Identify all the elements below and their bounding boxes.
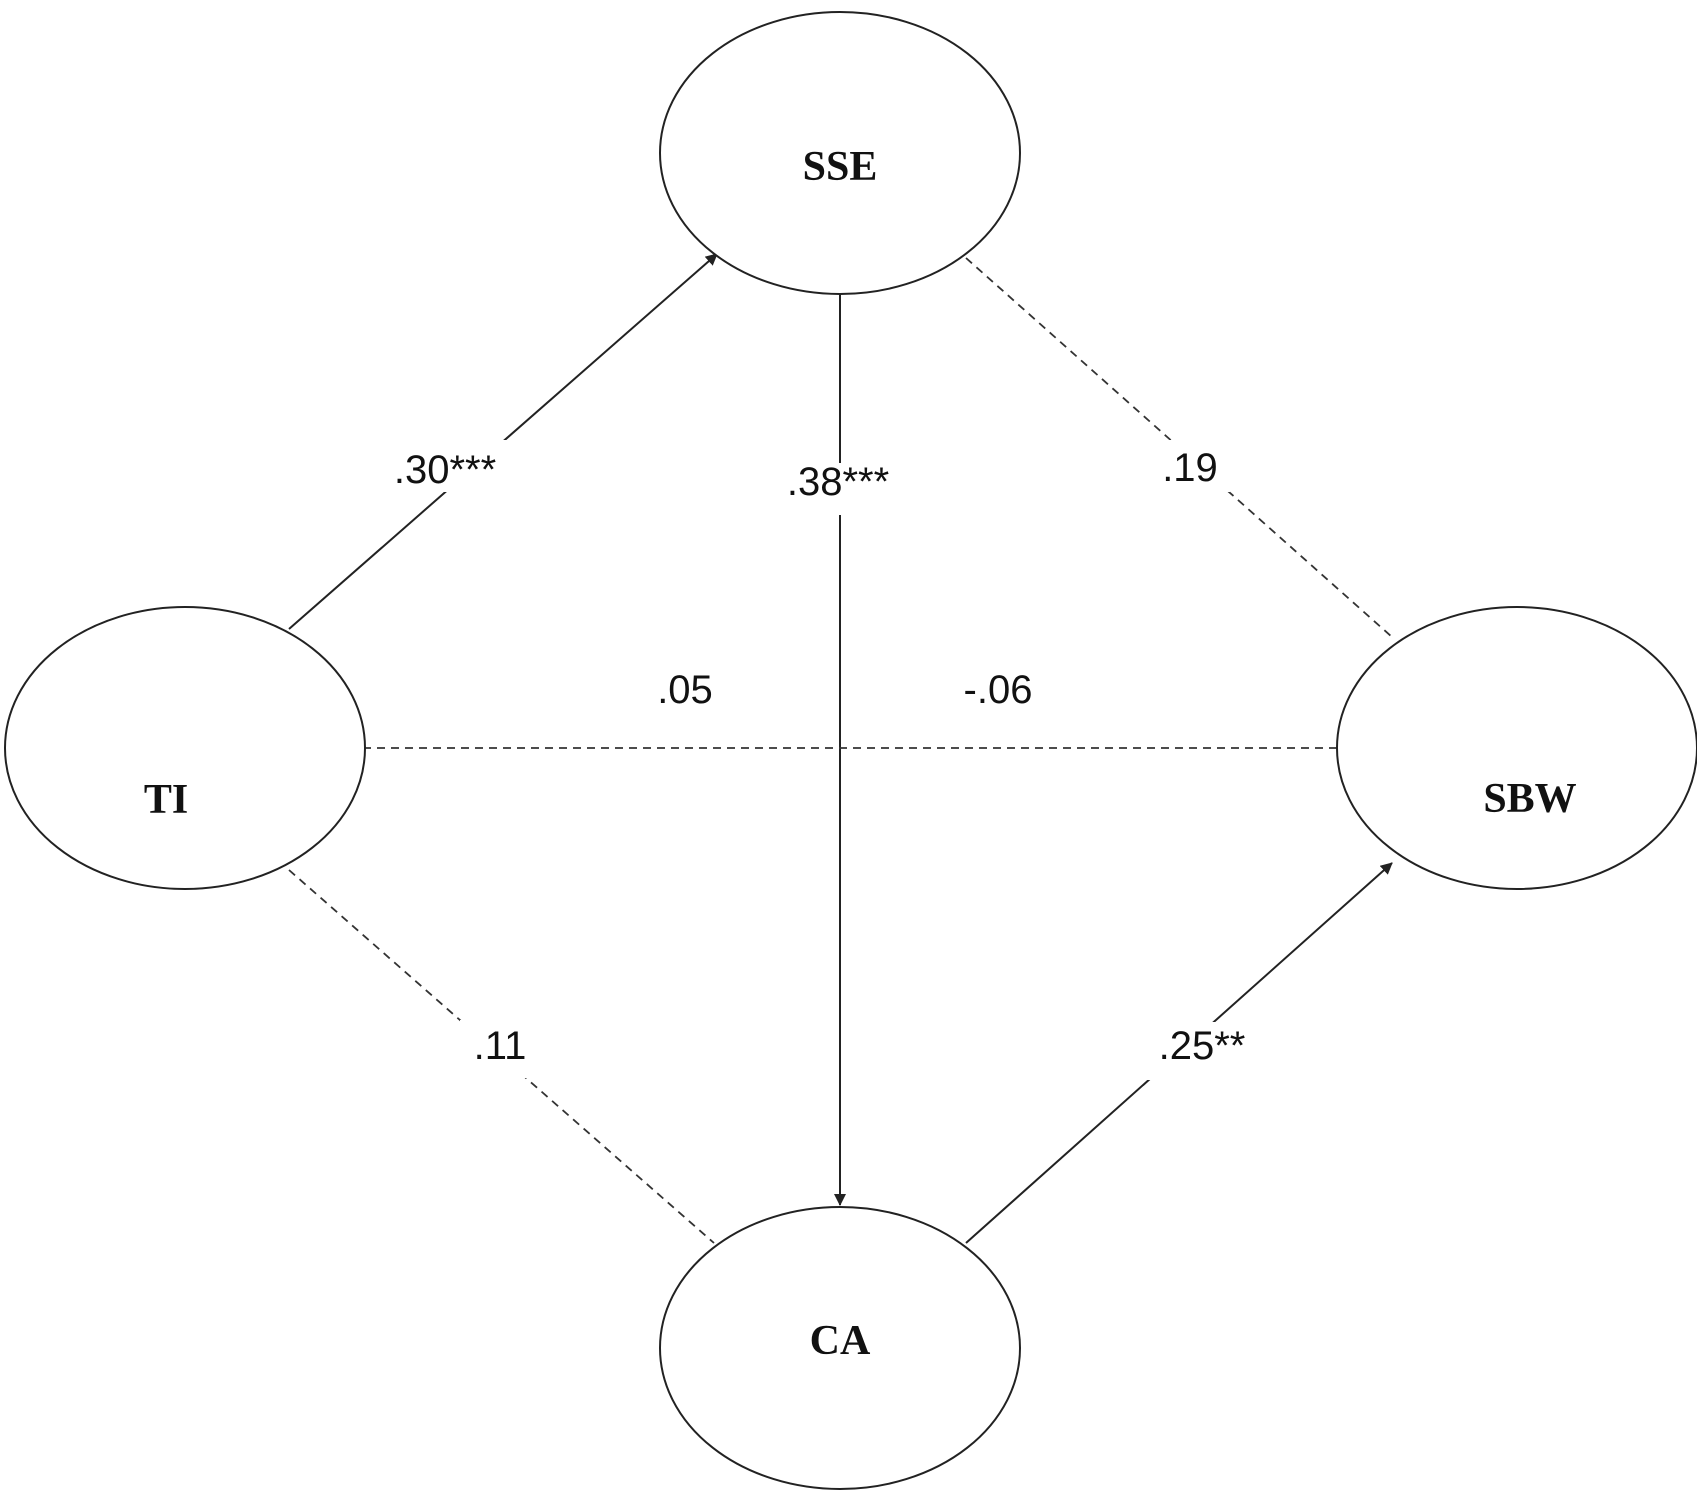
node-sbw-label: SBW (1483, 776, 1576, 822)
coef-ti-to-sbw: .05 (657, 668, 713, 712)
label-bg-ti-ca (460, 1020, 540, 1078)
node-sse-label: SSE (803, 144, 878, 190)
coef-sse-to-ca: .38*** (787, 460, 889, 504)
node-ti: TI (4, 606, 366, 890)
coef-ti-to-sbw-second: -.06 (964, 668, 1033, 712)
node-ca-ellipse (659, 1206, 1021, 1490)
coef-ti-to-sse: .30*** (394, 448, 496, 492)
node-sse-ellipse (659, 11, 1021, 295)
node-sbw-ellipse (1336, 606, 1697, 890)
coef-ca-to-sbw: .25** (1159, 1024, 1246, 1068)
node-ca: CA (659, 1206, 1021, 1490)
label-bg-ca-sbw (1140, 1022, 1262, 1080)
node-ca-label: CA (810, 1318, 871, 1364)
node-ti-ellipse (4, 606, 366, 890)
node-sse: SSE (659, 11, 1021, 295)
label-bg-ti-sse (378, 440, 516, 492)
coef-ti-to-ca: .11 (474, 1024, 527, 1068)
label-bg-sse-sbw (1150, 440, 1230, 492)
coef-sse-to-sbw: .19 (1162, 446, 1218, 490)
node-sbw: SBW (1336, 606, 1697, 890)
node-ti-label: TI (144, 777, 188, 823)
label-bg-sse-ca (770, 463, 910, 515)
